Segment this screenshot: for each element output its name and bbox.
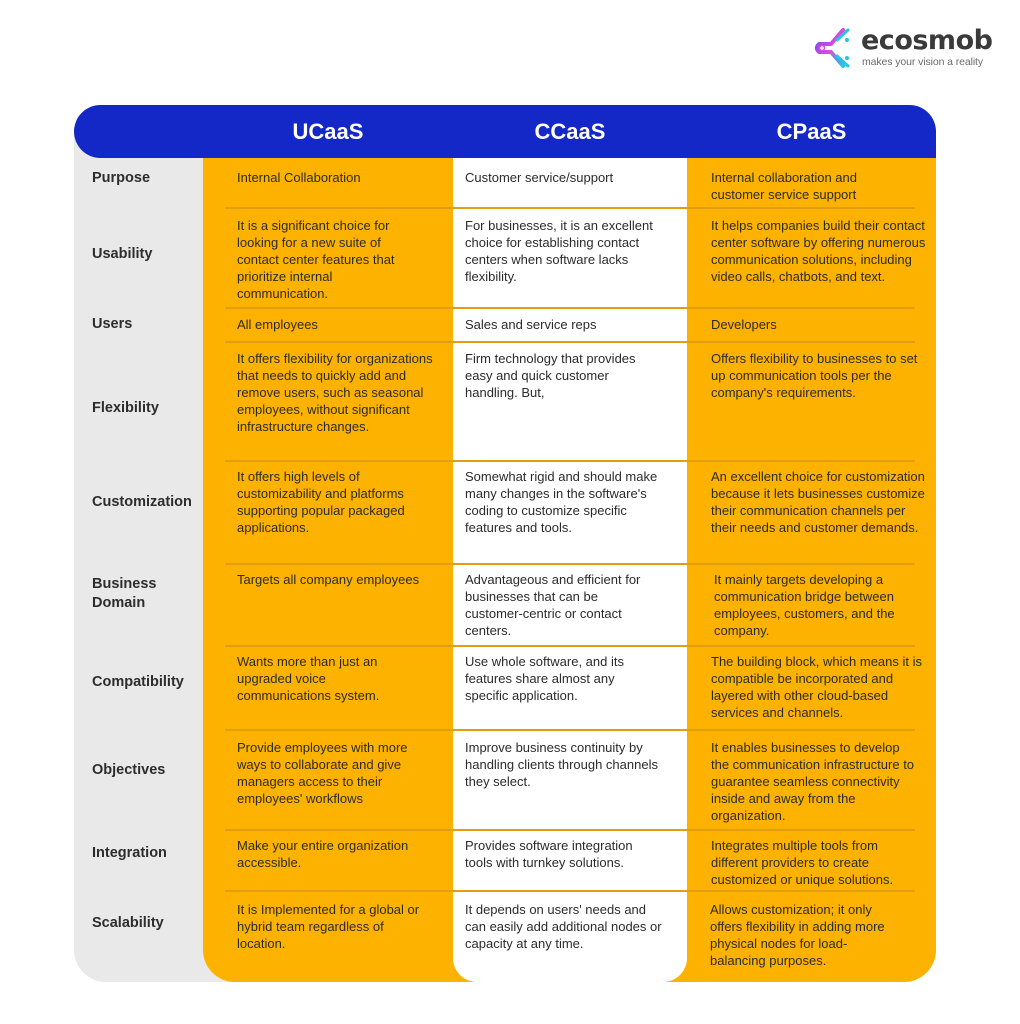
row-label-purpose: Purpose (92, 170, 151, 186)
brand-logo: ecosmob makes your vision a reality (813, 26, 1003, 72)
row-label-users: Users (92, 316, 133, 332)
cell-ucaas-usability: It is a significant choice for looking f… (237, 218, 395, 301)
cell-ucaas-objectives: Provide employees with more ways to coll… (237, 740, 408, 806)
row-label-integration: Integration (92, 845, 167, 861)
row-divider (225, 341, 915, 343)
cell-ucaas-compatibility: Wants more than just an upgraded voice c… (237, 654, 380, 703)
column-ccaas (453, 130, 687, 982)
cell-cpaas-purpose: Internal collaboration and customer serv… (711, 170, 857, 202)
row-divider (225, 890, 915, 892)
row-label-usability: Usability (92, 246, 153, 262)
brand-name: ecosmob (861, 25, 993, 56)
cell-cpaas-integration: Integrates multiple tools from different… (711, 838, 894, 887)
header-cpaas: CPaaS (776, 119, 847, 144)
ecosmob-logo-icon (815, 28, 850, 68)
cell-ucaas-purpose: Internal Collaboration (237, 170, 361, 185)
cell-cpaas-scalability: Allows customization; it only offers fle… (710, 902, 885, 968)
cell-cpaas-usability: It helps companies build their contact c… (711, 218, 926, 284)
cell-ccaas-business-domain: Advantageous and efficient for businesse… (465, 572, 641, 638)
cell-ccaas-scalability: It depends on users' needs and can easil… (465, 902, 662, 951)
cell-ucaas-scalability: It is Implemented for a global or hybrid… (237, 902, 420, 951)
row-label-customization: Customization (92, 494, 192, 510)
column-cpaas (687, 130, 936, 982)
column-ucaas (203, 130, 453, 982)
row-divider (225, 645, 915, 647)
cell-ccaas-purpose: Customer service/support (465, 170, 614, 185)
row-label-objectives: Objectives (92, 762, 166, 778)
cell-ccaas-usability: For businesses, it is an excellent choic… (465, 218, 653, 284)
cell-ucaas-business-domain: Targets all company employees (237, 572, 420, 587)
row-divider (225, 563, 915, 565)
table-header: UCaaS CCaaS CPaaS (74, 105, 936, 158)
cell-cpaas-flexibility: Offers flexibility to businesses to set … (711, 351, 918, 400)
row-label-business-domain: Business Domain (92, 576, 157, 611)
row-divider (225, 829, 915, 831)
row-divider (225, 307, 915, 309)
cell-ucaas-flexibility: It offers flexibility for organizations … (237, 351, 433, 434)
brand-tagline: makes your vision a reality (862, 56, 984, 68)
cell-cpaas-compatibility: The building block, which means it is co… (711, 654, 922, 720)
cell-ccaas-users: Sales and service reps (465, 317, 597, 332)
cell-ccaas-compatibility: Use whole software, and its features sha… (465, 654, 624, 703)
cell-ucaas-users: All employees (237, 317, 318, 332)
header-ccaas: CCaaS (534, 119, 606, 144)
row-label-compatibility: Compatibility (92, 674, 184, 690)
cell-cpaas-users: Developers (711, 317, 777, 332)
cell-ucaas-customization: It offers high levels of customizability… (237, 469, 405, 535)
cell-ccaas-flexibility: Firm technology that provides easy and q… (465, 351, 636, 400)
header-ucaas: UCaaS (292, 119, 364, 144)
row-divider (225, 729, 915, 731)
cell-cpaas-customization: An excellent choice for customization be… (711, 469, 925, 535)
cell-ccaas-objectives: Improve business continuity by handling … (465, 740, 658, 789)
cell-ucaas-integration: Make your entire organization accessible… (237, 838, 409, 870)
cell-ccaas-customization: Somewhat rigid and should make many chan… (465, 469, 658, 535)
cell-cpaas-objectives: It enables businesses to develop the com… (711, 740, 915, 823)
row-divider (225, 207, 915, 209)
cell-cpaas-business-domain: It mainly targets developing a communica… (714, 572, 895, 638)
row-divider (225, 460, 915, 462)
cell-ccaas-integration: Provides software integration tools with… (465, 838, 633, 870)
row-label-scalability: Scalability (92, 915, 164, 931)
row-label-flexibility: Flexibility (92, 400, 159, 416)
